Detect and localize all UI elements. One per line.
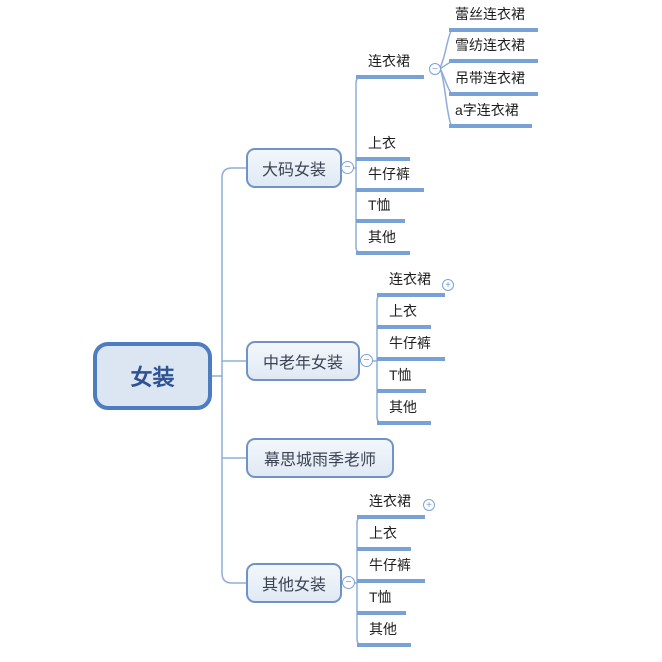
topic-label: 中老年女装	[262, 355, 343, 372]
collapse-toggle-other-womens[interactable]: −	[342, 576, 355, 589]
topic-tshirt[interactable]: T恤	[356, 197, 405, 223]
topic-chiffon-dress[interactable]: 雪纺连衣裙	[449, 37, 538, 63]
collapse-toggle-dress[interactable]: −	[429, 63, 441, 75]
topic-tops[interactable]: 上衣	[377, 303, 431, 329]
topic-dress[interactable]: 连衣裙	[356, 53, 424, 79]
plus-icon: +	[426, 499, 432, 511]
topic-lace-dress[interactable]: 蕾丝连衣裙	[449, 6, 538, 32]
topic-jeans[interactable]: 牛仔裤	[357, 557, 425, 583]
expand-toggle-dress[interactable]: +	[442, 279, 454, 291]
topic-dress[interactable]: 连衣裙	[357, 493, 425, 519]
expand-toggle-dress[interactable]: +	[423, 499, 435, 511]
minus-icon: −	[432, 63, 438, 75]
topic-slip-dress[interactable]: 吊带连衣裙	[449, 70, 538, 96]
topic-tops[interactable]: 上衣	[356, 135, 410, 161]
minus-icon: −	[345, 576, 352, 588]
minus-icon: −	[344, 161, 351, 173]
topic-jeans[interactable]: 牛仔裤	[377, 335, 445, 361]
topic-plus-size-womens[interactable]: 大码女装	[246, 148, 342, 188]
topic-label: 幕思城雨季老师	[263, 452, 376, 469]
topic-other-womens[interactable]: 其他女装	[246, 563, 342, 603]
topic-other[interactable]: 其他	[357, 621, 411, 647]
topic-middle-aged-womens[interactable]: 中老年女装	[246, 341, 360, 381]
topic-other[interactable]: 其他	[356, 229, 410, 255]
topic-label: 其他女装	[261, 577, 326, 594]
plus-icon: +	[445, 279, 451, 291]
topic-tshirt[interactable]: T恤	[377, 367, 426, 393]
topic-other[interactable]: 其他	[377, 399, 431, 425]
topic-musicheng-rainy-teacher[interactable]: 幕思城雨季老师	[246, 438, 394, 478]
topic-dress[interactable]: 连衣裙	[377, 271, 445, 297]
collapse-toggle-plus-size[interactable]: −	[341, 161, 354, 174]
topic-aline-dress[interactable]: a字连衣裙	[449, 102, 532, 128]
topic-label: 大码女装	[261, 162, 326, 179]
topic-tshirt[interactable]: T恤	[357, 589, 406, 615]
topic-tops[interactable]: 上衣	[357, 525, 411, 551]
topic-jeans[interactable]: 牛仔裤	[356, 166, 424, 192]
topic-root-label: 女装	[130, 365, 175, 390]
collapse-toggle-middle-aged[interactable]: −	[360, 354, 373, 367]
topic-root-womens-clothing[interactable]: 女装	[93, 342, 212, 410]
minus-icon: −	[363, 354, 370, 366]
